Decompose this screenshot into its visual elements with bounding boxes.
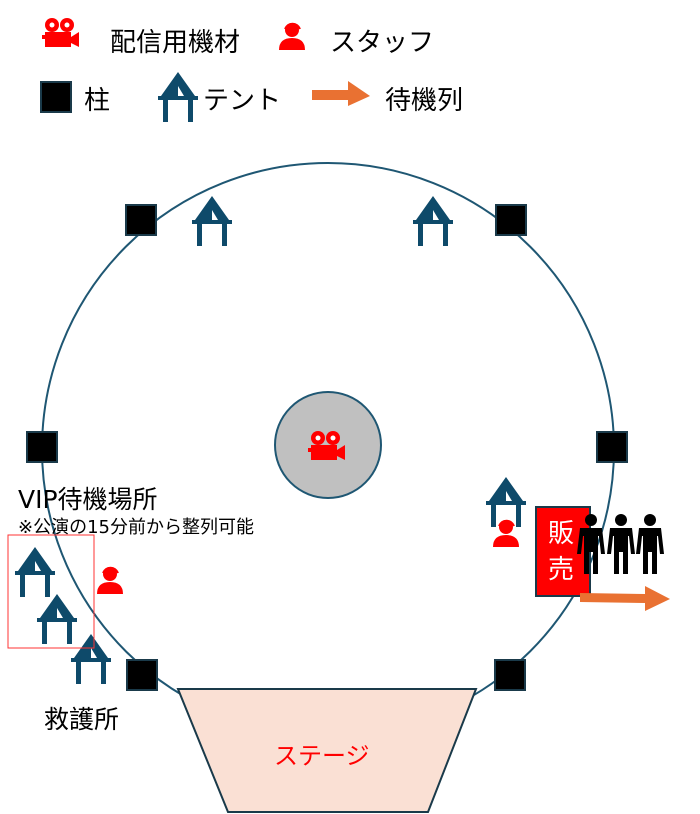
arrow-icon [312,81,370,106]
staff-icon [278,22,306,51]
vip-note: ※公演の15分前から整列可能 [18,517,254,538]
pillar-icon [126,659,158,691]
pillar-icon [26,431,58,463]
person-icon [636,514,664,574]
pillar-icon [596,431,628,463]
person-icon [607,514,635,574]
tent-icon [158,72,198,122]
pillar-icon [494,659,526,691]
tent-icon [15,547,55,597]
queue-arrow [580,586,670,611]
sales-label: 販売 [548,519,575,585]
pillar-icon [125,204,157,236]
tent-icon [486,477,526,527]
staff-icon [492,519,520,548]
stage-label: ステージ [274,742,370,770]
stage [176,688,478,813]
tent-icon [71,634,111,684]
staff-icon [96,566,124,595]
legend-staff-label: スタッフ [330,28,435,58]
vip-title: VIP待機場所 [18,485,158,514]
pillar-icon [40,81,72,113]
legend-tent-label: テント [203,86,282,116]
first-aid-label: 救護所 [44,705,120,734]
legend-queue-label: 待機列 [385,86,464,116]
pillar-icon [495,204,527,236]
tent-icon [192,196,232,246]
camera-icon [42,18,79,47]
tent-icon [413,196,453,246]
tent-icon [37,594,77,644]
legend-pillar-label: 柱 [84,86,111,116]
vip-area [7,534,95,649]
legend-camera-label: 配信用機材 [110,28,241,58]
